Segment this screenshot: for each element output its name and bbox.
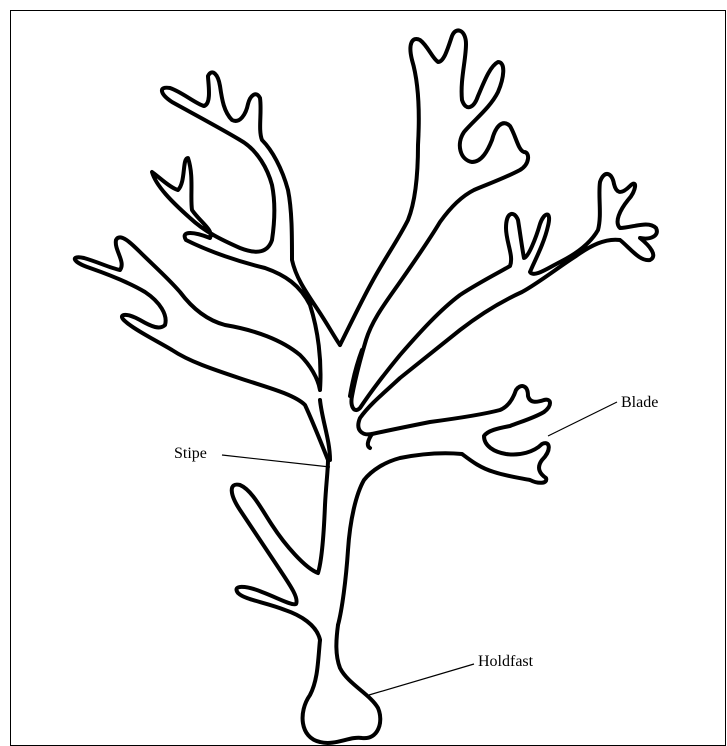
stipe-label: Stipe	[174, 445, 207, 462]
blade-label: Blade	[621, 394, 658, 411]
seaweed-outline	[75, 30, 657, 743]
stipe-leader	[222, 455, 330, 467]
stipe-left	[75, 72, 340, 640]
holdfast-leader	[369, 664, 474, 695]
holdfast-shape	[303, 625, 381, 743]
leader-lines	[222, 402, 617, 695]
holdfast-label: Holdfast	[478, 653, 534, 670]
blade-leader	[548, 402, 617, 436]
stipe-right	[338, 30, 657, 625]
